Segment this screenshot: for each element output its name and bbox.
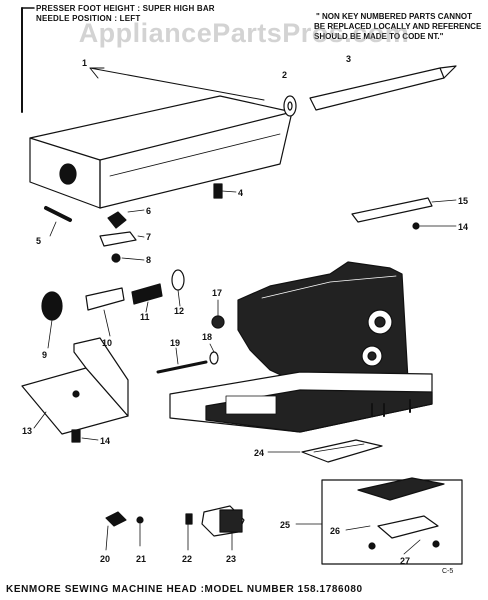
callout-26: 26 — [330, 526, 340, 536]
callout-25: 25 — [280, 520, 290, 530]
callout-23: 23 — [226, 554, 236, 564]
top-shaft — [283, 65, 457, 117]
figure-code: C-5 — [442, 568, 454, 575]
top-cover — [29, 95, 293, 209]
callout-9: 9 — [42, 350, 47, 360]
callout-6: 6 — [146, 206, 151, 216]
callout-14b: 14 — [458, 222, 468, 232]
note-line-1: " NON KEY NUMBERED PARTS CANNOT — [316, 12, 472, 21]
callout-17: 17 — [212, 288, 222, 298]
left-border-bracket — [21, 7, 35, 113]
model-number-footer: KENMORE SEWING MACHINE HEAD :MODEL NUMBE… — [6, 584, 363, 595]
callout-27: 27 — [400, 556, 410, 566]
header-line-1: PRESSER FOOT HEIGHT : SUPER HIGH BAR — [36, 4, 215, 13]
watermark: AppliancePartsPros.com — [78, 18, 410, 48]
callout-21: 21 — [136, 554, 146, 564]
lever-15 — [351, 197, 457, 230]
callout-10: 10 — [102, 338, 112, 348]
throat-plate — [267, 439, 383, 463]
lower-small-parts — [105, 505, 245, 551]
callout-labels: 1 2 3 4 5 6 7 8 9 10 11 12 13 14 15 14 1… — [22, 54, 468, 566]
callout-13: 13 — [22, 426, 32, 436]
callout-20: 20 — [100, 554, 110, 564]
header-line-2: NEEDLE POSITION : LEFT — [36, 14, 141, 23]
callout-11: 11 — [140, 312, 150, 322]
callout-2: 2 — [282, 70, 287, 80]
callout-8: 8 — [146, 255, 151, 265]
tension-assembly — [44, 206, 145, 263]
callout-1: 1 — [82, 58, 87, 68]
callout-14a: 14 — [100, 436, 110, 446]
callout-24: 24 — [254, 448, 264, 458]
presser-bar-parts — [41, 269, 185, 349]
callout-7: 7 — [146, 232, 151, 242]
callout-22: 22 — [182, 554, 192, 564]
bobbin-parts-box — [295, 477, 463, 565]
note-line-3: SHOULD BE MADE TO CODE NT." — [314, 32, 444, 41]
bracket-plate — [21, 337, 129, 443]
needle-bar-parts — [156, 299, 225, 374]
callout-12: 12 — [174, 306, 184, 316]
callout-18: 18 — [202, 332, 212, 342]
callout-4: 4 — [238, 188, 243, 198]
note-line-2: BE REPLACED LOCALLY AND REFERENCE — [314, 22, 482, 31]
screw-4 — [213, 183, 237, 199]
callout-3: 3 — [346, 54, 351, 64]
callout-5: 5 — [36, 236, 41, 246]
machine-head — [169, 261, 433, 433]
callout-15: 15 — [458, 196, 468, 206]
callout-19: 19 — [170, 338, 180, 348]
